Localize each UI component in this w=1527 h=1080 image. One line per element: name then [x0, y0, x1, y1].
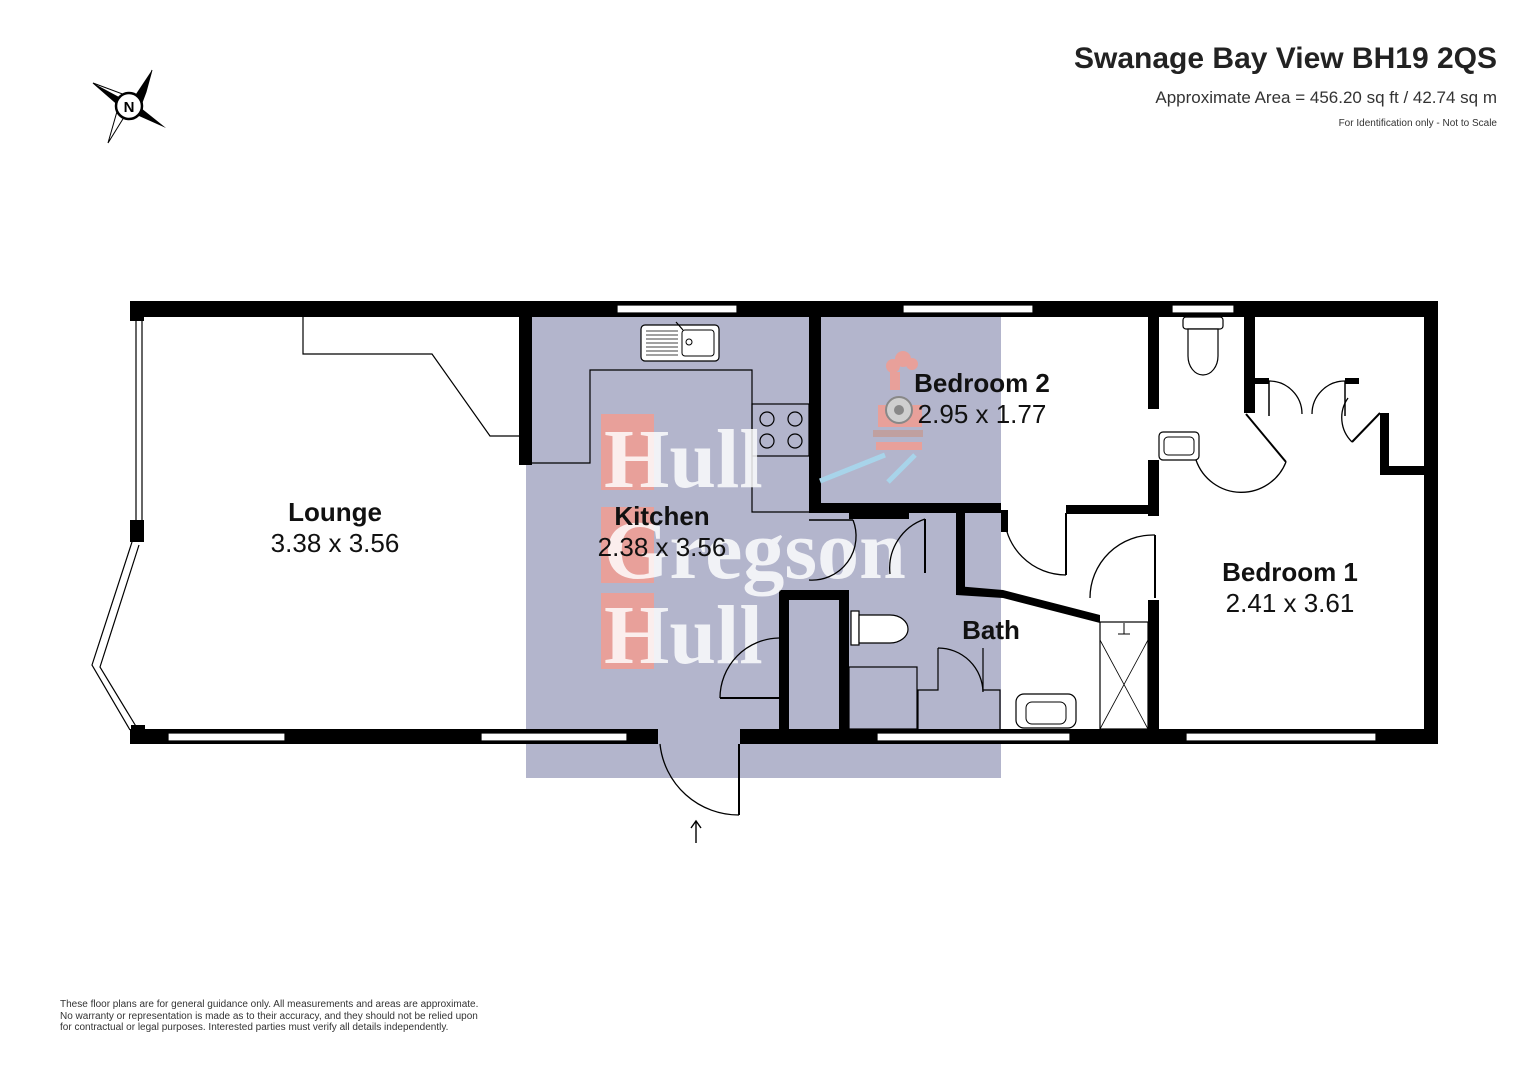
watermark-line-3: Hull: [604, 589, 763, 682]
train-logo-icon: [819, 351, 923, 484]
compass-icon: N: [92, 69, 166, 144]
kitchen-name: Kitchen: [614, 501, 709, 531]
watermark-line-2: Gregson: [604, 504, 906, 597]
lounge-dims: 3.38 x 3.56: [271, 528, 400, 558]
disclaimer-line-1: These floor plans are for general guidan…: [60, 999, 479, 1010]
entrance-arrow-icon: [690, 819, 702, 843]
compass-north-label: N: [124, 99, 135, 116]
watermark: Hull Gregson Hull: [601, 413, 906, 682]
lounge-name: Lounge: [288, 497, 382, 527]
basin-icon: [1015, 693, 1077, 729]
bath-fixtures: [848, 648, 1001, 730]
scale-note: For Identification only - Not to Scale: [1338, 118, 1497, 129]
lounge-unit-outline: [302, 317, 519, 437]
approximate-area: Approximate Area = 456.20 sq ft / 42.74 …: [1155, 88, 1497, 107]
shower-icon: [1099, 621, 1149, 730]
disclaimer-line-3: for contractual or legal purposes. Inter…: [60, 1022, 449, 1033]
bath-name: Bath: [962, 615, 1020, 645]
doors: [659, 413, 1287, 816]
toilet-icon: [850, 610, 909, 646]
interior-walls: [519, 313, 1436, 735]
disclaimer: These floor plans are for general guidan…: [60, 999, 530, 1034]
windows: [167, 304, 1377, 742]
plan-title: Swanage Bay View BH19 2QS: [1074, 42, 1497, 75]
bedroom2-dims: 2.95 x 1.77: [918, 399, 1047, 429]
kitchen-fixtures: [532, 369, 810, 513]
watermark-line-1: Hull: [604, 413, 763, 506]
bedroom1-dims: 2.41 x 3.61: [1226, 588, 1355, 618]
bedroom2-name: Bedroom 2: [914, 368, 1050, 398]
disclaimer-line-2: No warranty or representation is made as…: [60, 1010, 478, 1022]
kitchen-dims: 2.38 x 3.56: [598, 532, 727, 562]
sink-icon: [640, 321, 720, 362]
bedroom1-name: Bedroom 1: [1222, 557, 1358, 587]
ensuite-basin-icon: [1158, 431, 1200, 461]
ensuite-toilet-icon: [1182, 316, 1224, 376]
wardrobe-doors: [1255, 378, 1381, 443]
